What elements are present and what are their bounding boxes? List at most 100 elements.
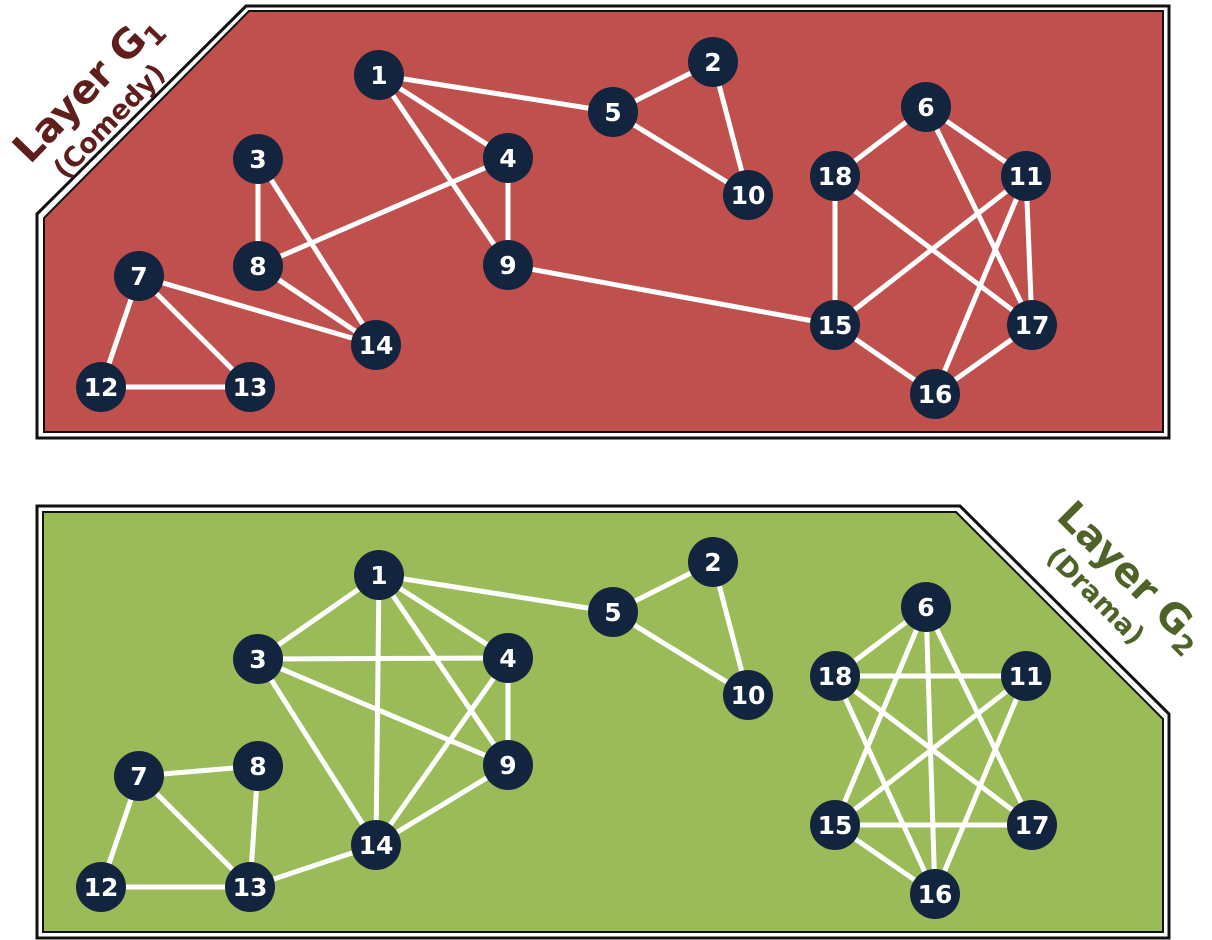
node-circle (901, 582, 951, 632)
node-label: 16 (918, 380, 953, 409)
edge-drama-11-15 (832, 673, 1029, 828)
node-circle (233, 634, 283, 684)
edge-comedy-7-14 (136, 273, 379, 348)
node-circle (810, 300, 860, 350)
node-circle (1001, 651, 1051, 701)
node-circle (910, 369, 960, 419)
edge-drama-11-16 (932, 673, 1029, 897)
node-label: 2 (704, 548, 721, 577)
node-circle (810, 651, 860, 701)
node-circle (1001, 151, 1051, 201)
node-circle (233, 241, 283, 291)
edge-drama-6-17 (923, 604, 1035, 828)
node-drama-15: 15 (810, 800, 860, 850)
node-circle (588, 587, 638, 637)
edge-comedy-11-16 (932, 173, 1029, 397)
node-drama-9: 9 (483, 740, 533, 790)
edge-comedy-6-17 (923, 104, 1035, 328)
node-label: 17 (1015, 311, 1050, 340)
node-comedy-4: 4 (483, 133, 533, 183)
edge-comedy-11-15 (832, 173, 1029, 328)
node-label: 16 (918, 880, 953, 909)
edge-comedy-3-14 (255, 156, 379, 348)
node-drama-16: 16 (910, 869, 960, 919)
node-drama-18: 18 (810, 651, 860, 701)
node-label: 3 (249, 145, 266, 174)
node-comedy-2: 2 (688, 37, 738, 87)
node-drama-1: 1 (354, 550, 404, 600)
node-drama-3: 3 (233, 634, 283, 684)
node-comedy-6: 6 (901, 82, 951, 132)
node-comedy-12: 12 (76, 362, 126, 412)
node-label: 15 (818, 311, 853, 340)
node-drama-5: 5 (588, 587, 638, 637)
node-drama-17: 17 (1007, 800, 1057, 850)
node-circle (688, 537, 738, 587)
node-circle (723, 170, 773, 220)
node-label: 3 (249, 645, 266, 674)
edge-drama-1-5 (376, 572, 616, 615)
node-comedy-8: 8 (233, 241, 283, 291)
node-label: 13 (233, 373, 268, 402)
node-drama-11: 11 (1001, 651, 1051, 701)
edge-comedy-5-10 (610, 109, 751, 198)
node-comedy-16: 16 (910, 369, 960, 419)
node-circle (588, 87, 638, 137)
node-drama-8: 8 (233, 741, 283, 791)
node-label: 9 (499, 251, 516, 280)
node-comedy-5: 5 (588, 87, 638, 137)
node-circle (76, 362, 126, 412)
node-label: 8 (249, 752, 266, 781)
edge-comedy-1-9 (376, 72, 511, 268)
node-label: 8 (249, 252, 266, 281)
node-label: 5 (604, 98, 621, 127)
node-drama-2: 2 (688, 537, 738, 587)
node-circle (233, 134, 283, 184)
node-label: 4 (499, 644, 516, 673)
node-label: 11 (1009, 662, 1044, 691)
node-circle (810, 800, 860, 850)
node-circle (225, 862, 275, 912)
node-circle (114, 251, 164, 301)
node-label: 4 (499, 144, 516, 173)
node-circle (354, 50, 404, 100)
node-comedy-13: 13 (225, 362, 275, 412)
node-circle (483, 740, 533, 790)
layer-comedy-background (43, 10, 1164, 433)
edge-drama-1-4 (376, 572, 511, 661)
node-circle (483, 633, 533, 683)
node-comedy-17: 17 (1007, 300, 1057, 350)
node-drama-10: 10 (723, 670, 773, 720)
node-circle (483, 133, 533, 183)
node-drama-4: 4 (483, 633, 533, 683)
node-circle (351, 320, 401, 370)
edge-drama-4-14 (373, 655, 511, 848)
node-circle (1007, 300, 1057, 350)
node-label: 12 (84, 873, 119, 902)
edge-drama-1-9 (376, 572, 511, 768)
edge-drama-3-14 (255, 656, 379, 848)
edge-drama-3-9 (255, 656, 511, 768)
node-drama-6: 6 (901, 582, 951, 632)
node-label: 15 (818, 811, 853, 840)
edge-comedy-1-4 (376, 72, 511, 161)
node-comedy-7: 7 (114, 251, 164, 301)
node-comedy-1: 1 (354, 50, 404, 100)
node-comedy-3: 3 (233, 134, 283, 184)
node-label: 1 (370, 561, 387, 590)
node-circle (351, 820, 401, 870)
node-circle (901, 82, 951, 132)
node-comedy-15: 15 (810, 300, 860, 350)
node-circle (233, 741, 283, 791)
node-label: 18 (818, 662, 853, 691)
node-circle (114, 751, 164, 801)
node-label: 18 (818, 162, 853, 191)
node-circle (688, 37, 738, 87)
node-comedy-18: 18 (810, 151, 860, 201)
node-circle (225, 362, 275, 412)
